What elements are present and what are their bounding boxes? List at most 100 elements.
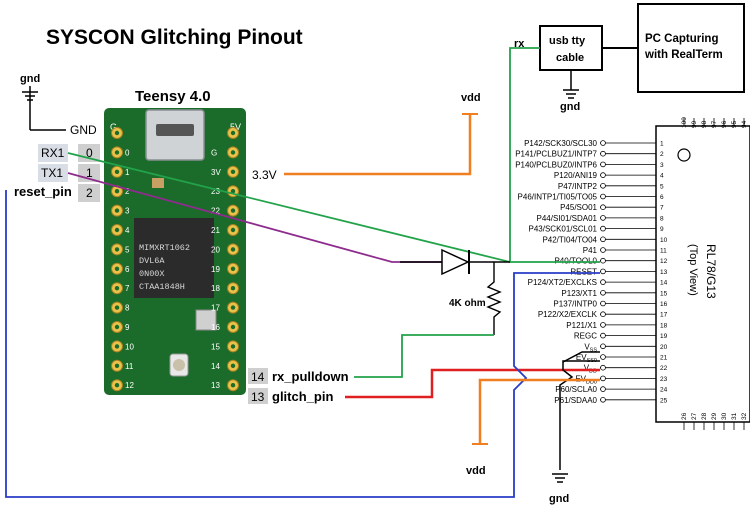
teensy-pin-center (114, 383, 120, 388)
rl78-name: RL78/G13 (704, 244, 718, 299)
teensy-right-pin-label: 18 (211, 284, 220, 293)
teensy-pin-center (230, 150, 236, 155)
teensy-gnd-label: GND (70, 123, 97, 137)
rl78-pin-dot (600, 332, 606, 339)
rl78-top-pin-number: 94 (741, 120, 748, 128)
teensy-right-pin-label: G (211, 148, 217, 157)
chip-text-4: CTAA1848H (139, 282, 185, 292)
edge-label-g: G (110, 122, 117, 132)
teensy-pin-center (114, 130, 120, 136)
teensy-pin-center (230, 189, 236, 194)
teensy-right-pin-label: 17 (211, 304, 220, 313)
chip-text-1: MIMXRT1062 (139, 243, 190, 253)
teensy-pin-center (230, 324, 236, 330)
rl78-pin-dot (600, 279, 606, 285)
teensy-left-pin-label: 4 (125, 226, 130, 235)
teensy-left-pin-label: 7 (125, 284, 130, 293)
usb-cable-line2: cable (556, 52, 584, 64)
teensy-right-pin-label: 16 (211, 323, 220, 332)
ground-symbol-usb (563, 70, 579, 99)
teensy-pin-center (230, 169, 236, 174)
rl78-pin-dot (600, 375, 606, 382)
rl78-pin-dot (600, 289, 606, 296)
rl78-pin-label: P43/SCK01/SCL01 (529, 225, 598, 234)
teensy-right-pin-label: 3V (211, 168, 221, 177)
rl78-pin-dot (600, 364, 606, 371)
rl78-pin-dot (600, 236, 606, 243)
component (195, 309, 217, 331)
reset-pin-label: reset_pin (14, 184, 72, 199)
pin2-number: 2 (86, 186, 93, 200)
teensy-pin-center (114, 189, 120, 194)
rl78-top-pin-number: 96 (721, 120, 728, 128)
teensy-right-pin-label: 19 (211, 265, 220, 274)
chip-text-3: 0N00X (139, 269, 165, 279)
rl78-pin-label: P140/PCLBUZ0/INTP6 (515, 160, 597, 169)
rl78-pin-dot (600, 150, 606, 157)
teensy-left-pin-label: 0 (125, 148, 130, 157)
rl78-bottom-pin-number: 28 (701, 412, 708, 420)
rl78-pin-number: 20 (660, 344, 668, 351)
rl78-pin-label: VDD (584, 364, 597, 375)
ground-symbol-top-left (22, 86, 66, 131)
rl78-pin-label: P44/SI01/SDA01 (537, 214, 598, 223)
teensy-left-pin-label: 5 (125, 245, 130, 254)
rl78-pin-number: 7 (660, 205, 664, 212)
rl78-pin-dot (600, 204, 606, 211)
teensy-pin-center (230, 208, 236, 213)
rl78-pin-number: 23 (660, 376, 668, 383)
wire-reset (5, 190, 600, 498)
wire-rx-usb (509, 47, 540, 262)
rl78-pin-dot (600, 322, 606, 328)
rl78-pin-label: P137/INTP0 (553, 300, 597, 309)
teensy-pin-center (230, 344, 236, 349)
rl78-pin-number: 2 (660, 151, 664, 158)
teensy-right-pin-label: 20 (211, 245, 220, 254)
teensy-pin-center (230, 130, 236, 136)
pin14-number: 14 (251, 370, 265, 384)
rl78-top-pin-number: 95 (731, 120, 738, 128)
rl78-view: (Top View) (687, 244, 699, 296)
rl78-pin-label: P46/INTP1/TI05/TO05 (518, 193, 598, 202)
rl78-pin-number: 21 (660, 355, 668, 362)
rl78-pin-label: P42/TI04/TO04 (542, 235, 597, 244)
rl78-bottom-pin-number: 26 (681, 412, 688, 420)
pin14-box (248, 368, 268, 384)
gnd-label-top-left: gnd (20, 73, 40, 85)
rl78-pin-number: 6 (660, 194, 664, 201)
rl78-pin-label: P120/ANI19 (554, 171, 598, 180)
teensy-left-pin-label: 8 (125, 304, 130, 313)
edge-label-5v: 5V (230, 122, 241, 132)
rl78-pin-label: P60/SCLA0 (555, 385, 597, 394)
rl78-pin-label: P122/X2/EXCLK (538, 310, 598, 319)
pc-box (637, 3, 745, 93)
rl78-pin-dot (600, 396, 606, 403)
resistor-label: 4K ohm (449, 298, 486, 309)
rl78-pin-number: 12 (660, 258, 668, 265)
rl78-pin-label: P124/XT2/EXCLKS (528, 278, 597, 287)
rl78-pin-dot (600, 268, 606, 275)
glitch-pin-label: glitch_pin (272, 389, 333, 404)
rl78-pin-dot (600, 311, 606, 318)
tx1-label: TX1 (41, 166, 63, 180)
teensy-pin-center (114, 227, 120, 233)
teensy-title: Teensy 4.0 (135, 88, 211, 105)
rl78-pin-number: 18 (660, 322, 668, 329)
rl78-pin-dot (600, 225, 606, 232)
rl78-bottom-pin-number: 30 (721, 412, 728, 420)
wire-evdd (478, 378, 600, 444)
gnd-label-bottom: gnd (549, 493, 569, 505)
rl78-top-pin-number: 98 (701, 120, 708, 128)
teensy-pin-center (114, 344, 120, 349)
resistor-4k (486, 262, 502, 335)
rl78-pin-number: 15 (660, 290, 668, 297)
teensy-pin-center (114, 363, 120, 368)
teensy-right-pin-label: 14 (211, 362, 220, 371)
rl78-top-pin-number: 100 (681, 117, 688, 128)
rl78-pin-number: 19 (660, 333, 668, 340)
rl78-pin-number: 16 (660, 301, 668, 308)
vdd-label-bottom: vdd (466, 465, 486, 477)
rl78-pin-label: P141/PCLBUZ1/INTP7 (515, 150, 597, 159)
ground-symbol-bottom (552, 473, 568, 483)
pin1-number: 1 (86, 166, 93, 180)
